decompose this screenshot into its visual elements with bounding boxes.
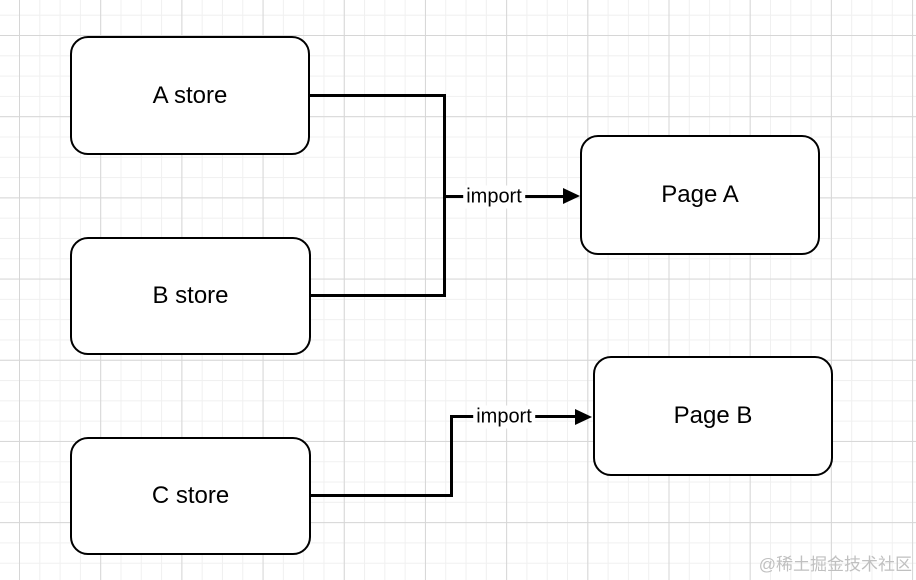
node-c-store-label: C store — [151, 482, 230, 509]
node-page-b: Page B — [593, 356, 833, 476]
node-page-a-label: Page A — [661, 181, 739, 208]
edge-b-store-out-segment — [311, 294, 446, 297]
node-a-store: A store — [70, 36, 310, 155]
node-page-a: Page A — [580, 135, 820, 255]
watermark: @稀土掘金技术社区 — [758, 555, 912, 574]
edge-label-import-a: import — [463, 185, 525, 209]
arrowhead-page-b-icon — [575, 409, 592, 425]
edge-c-store-trunk-segment — [450, 416, 453, 497]
node-b-store-label: B store — [152, 282, 229, 309]
edge-a-store-out-segment — [310, 94, 446, 97]
arrowhead-page-a-icon — [563, 188, 580, 204]
edge-c-store-out-segment — [311, 494, 453, 497]
node-page-b-label: Page B — [673, 402, 753, 429]
node-b-store: B store — [70, 237, 311, 355]
node-a-store-label: A store — [152, 81, 228, 109]
node-c-store: C store — [70, 437, 311, 555]
edge-label-import-b: import — [473, 405, 535, 429]
